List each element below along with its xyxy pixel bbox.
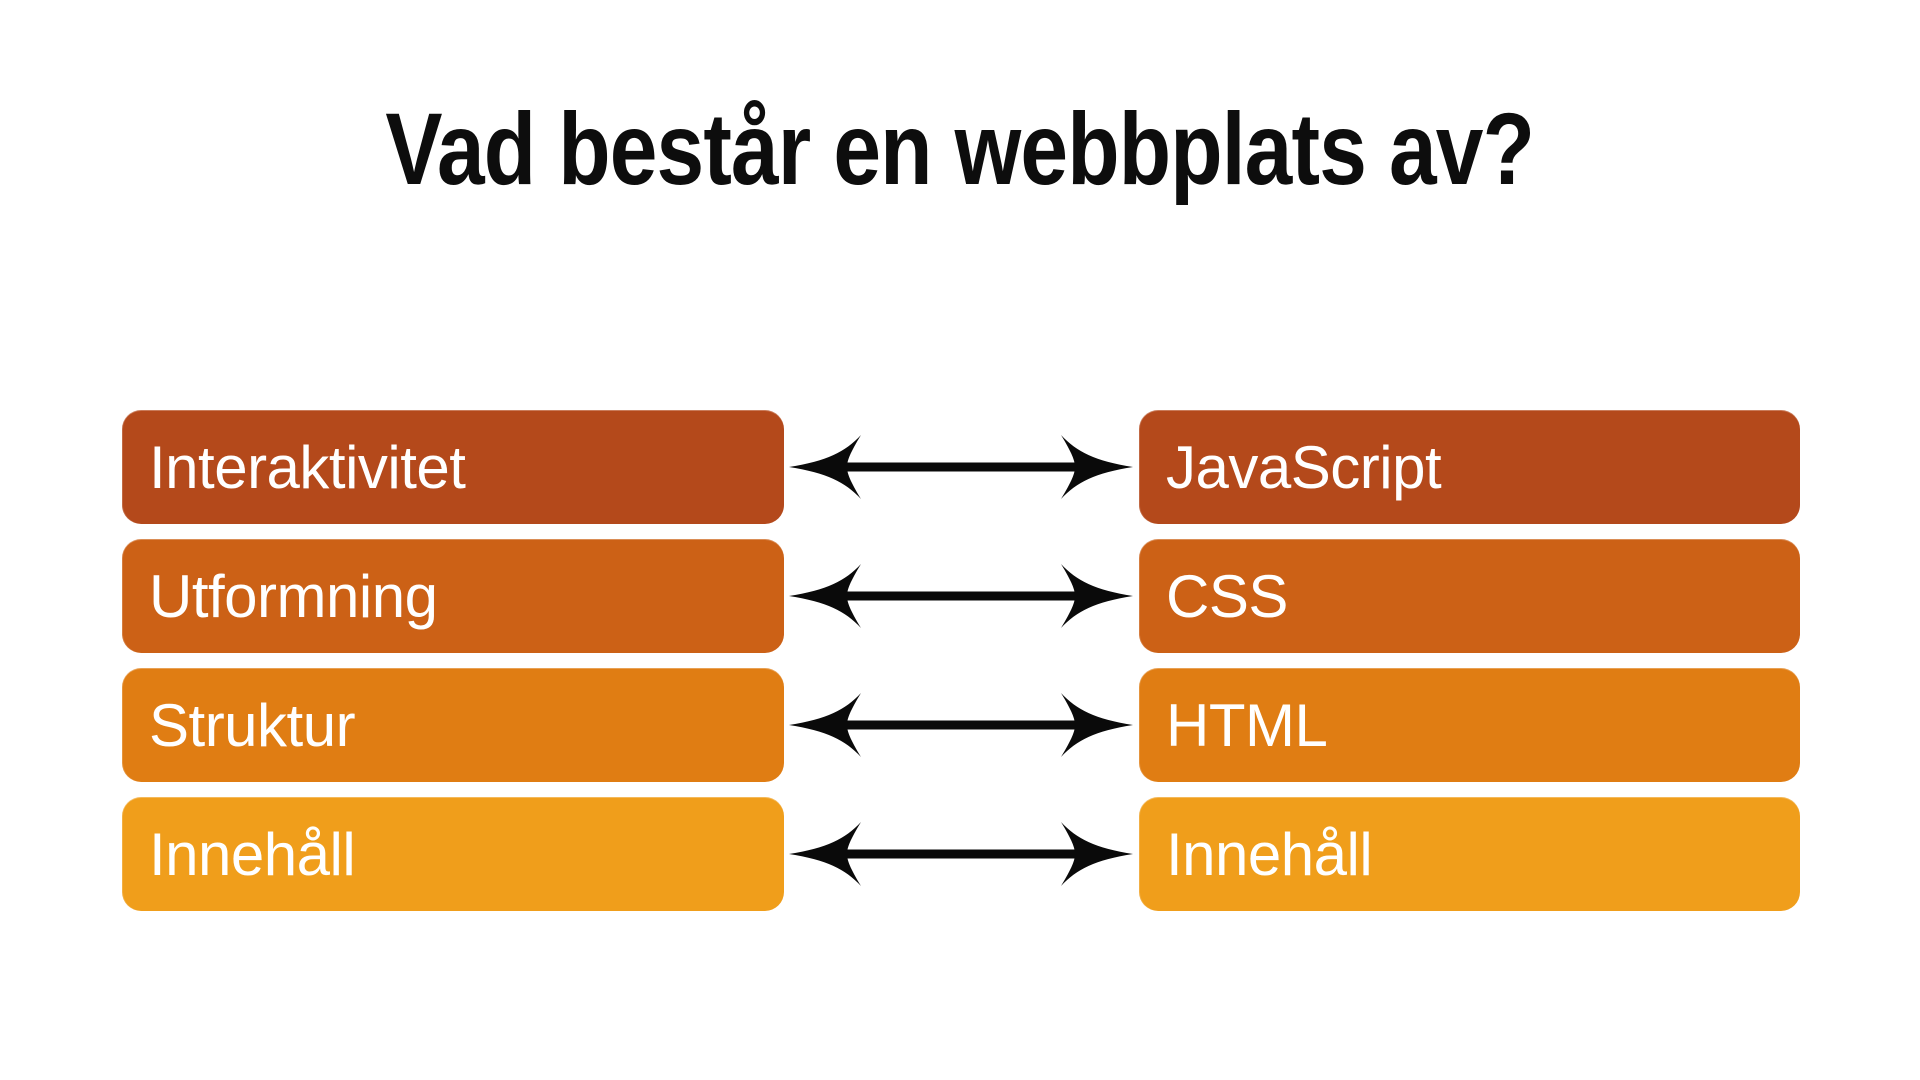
- double-arrow-icon: [789, 693, 1133, 757]
- right-box-label: Innehåll: [1166, 820, 1373, 888]
- left-box-label: Interaktivitet: [149, 433, 466, 501]
- left-box-label: Struktur: [149, 691, 356, 759]
- left-box-interaktivitet: Interaktivitet: [122, 410, 784, 524]
- mapping-row-interaktivitet: Interaktivitet JavaScript: [0, 410, 1920, 524]
- page-title-text: Vad består en webbplats av?: [385, 92, 1536, 206]
- page-title: Vad består en webbplats av?: [0, 88, 1920, 210]
- mapping-row-utformning: Utformning CSS: [0, 539, 1920, 653]
- left-box-label: Utformning: [149, 562, 438, 630]
- right-box-javascript: JavaScript: [1139, 410, 1800, 524]
- left-box-struktur: Struktur: [122, 668, 784, 782]
- right-box-label: HTML: [1166, 691, 1328, 759]
- mapping-row-innehall: Innehåll Innehåll: [0, 797, 1920, 911]
- left-box-utformning: Utformning: [122, 539, 784, 653]
- left-box-innehall: Innehåll: [122, 797, 784, 911]
- double-arrow-icon: [789, 435, 1133, 499]
- right-box-html: HTML: [1139, 668, 1800, 782]
- double-arrow-icon: [789, 564, 1133, 628]
- left-box-label: Innehåll: [149, 820, 356, 888]
- right-box-label: JavaScript: [1166, 433, 1442, 501]
- right-box-label: CSS: [1166, 562, 1288, 630]
- right-box-css: CSS: [1139, 539, 1800, 653]
- mapping-row-struktur: Struktur HTML: [0, 668, 1920, 782]
- double-arrow-icon: [789, 822, 1133, 886]
- right-box-innehall: Innehåll: [1139, 797, 1800, 911]
